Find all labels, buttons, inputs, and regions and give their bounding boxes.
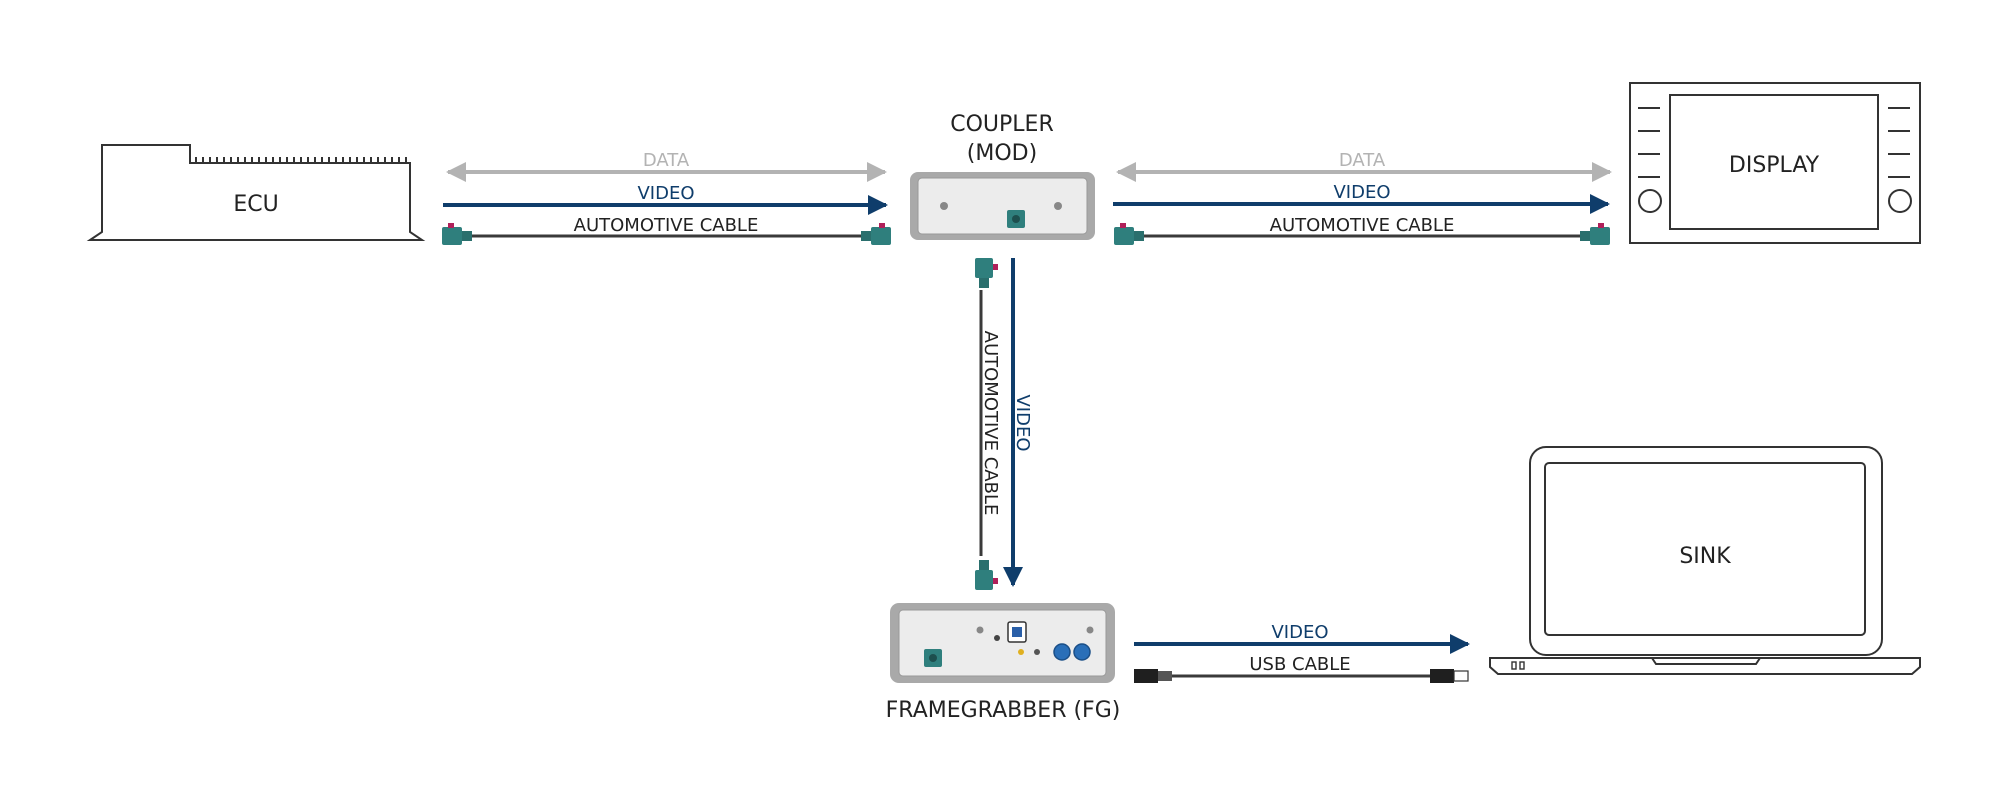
- coupler-display-connector-right: [1580, 223, 1610, 245]
- framegrabber-knob-left: [1053, 643, 1071, 661]
- ecu-coupler-connector-left: [442, 223, 472, 245]
- display-node: DISPLAY: [1629, 82, 1921, 244]
- ecu-coupler-video-label: VIDEO: [637, 183, 694, 204]
- display-left-buttons: [1638, 107, 1660, 178]
- sink-touchpad-notch: [1651, 657, 1761, 665]
- coupler-label-line1: COUPLER: [950, 112, 1054, 137]
- coupler-fg-cable-label: AUTOMOTIVE CABLE: [980, 331, 1001, 516]
- display-screen: [1669, 94, 1879, 230]
- coupler-fg-connector-top: [975, 258, 998, 288]
- ecu-label: ECU: [233, 192, 278, 217]
- sink-port-2: [1519, 661, 1525, 670]
- sink-screen: [1544, 462, 1866, 636]
- ecu-fins: [195, 157, 407, 163]
- ecu-outline: [86, 144, 426, 241]
- coupler-display-data-label: DATA: [1339, 150, 1386, 171]
- coupler-screw-right: [1054, 202, 1062, 210]
- sink-label: SINK: [1679, 544, 1731, 569]
- ecu-coupler-connector-right: [861, 223, 891, 245]
- framegrabber-reset-button: [1034, 649, 1040, 655]
- coupler-fg-connector-bottom: [975, 560, 998, 590]
- display-label: DISPLAY: [1729, 153, 1820, 178]
- coupler-port-center: [1012, 215, 1020, 223]
- sink-base: [1489, 657, 1921, 675]
- framegrabber-led: [994, 635, 1000, 641]
- ecu-coupler-cable-label: AUTOMOTIVE CABLE: [574, 215, 759, 236]
- framegrabber-screw-left: [976, 626, 984, 634]
- coupler-body: [917, 177, 1088, 235]
- link-coupler-display: DATA VIDEO AUTOMOTIVE CABLE: [1113, 150, 1612, 245]
- display-right-buttons: [1888, 107, 1910, 178]
- link-ecu-coupler: DATA VIDEO AUTOMOTIVE CABLE: [442, 150, 891, 245]
- framegrabber-knob-right: [1073, 643, 1091, 661]
- fg-sink-video-label: VIDEO: [1271, 622, 1328, 643]
- ecu-node: ECU: [86, 144, 426, 241]
- display-knob-right: [1888, 189, 1912, 213]
- fg-sink-usb-plug-right: [1430, 669, 1469, 683]
- coupler-fg-video-label: VIDEO: [1012, 394, 1033, 451]
- fg-sink-cable-label: USB CABLE: [1249, 654, 1350, 675]
- coupler-display-video-label: VIDEO: [1333, 182, 1390, 203]
- framegrabber-label: FRAMEGRABBER (FG): [886, 698, 1121, 723]
- coupler-node: COUPLER (MOD): [910, 112, 1095, 240]
- sink-port-1: [1511, 661, 1517, 670]
- framegrabber-status-led: [1018, 649, 1024, 655]
- framegrabber-screw-right: [1086, 626, 1094, 634]
- framegrabber-body: [898, 609, 1107, 677]
- framegrabber-node: FRAMEGRABBER (FG): [886, 603, 1121, 723]
- ecu-coupler-data-label: DATA: [643, 150, 690, 171]
- display-outer-frame: [1629, 82, 1921, 244]
- framegrabber-usb-port-inner: [1012, 627, 1022, 637]
- sink-node: SINK: [1489, 446, 1921, 675]
- sink-lid: [1529, 446, 1883, 656]
- link-framegrabber-sink: VIDEO USB CABLE: [1134, 622, 1470, 683]
- coupler-display-cable-label: AUTOMOTIVE CABLE: [1270, 215, 1455, 236]
- link-coupler-framegrabber: AUTOMOTIVE CABLE VIDEO: [975, 258, 1033, 590]
- fg-sink-usb-plug-left: [1134, 669, 1172, 683]
- display-knob-left: [1638, 189, 1662, 213]
- coupler-screw-left: [940, 202, 948, 210]
- framegrabber-gmsl-port-center: [929, 654, 937, 662]
- coupler-display-connector-left: [1114, 223, 1144, 245]
- coupler-label-line2: (MOD): [967, 141, 1037, 166]
